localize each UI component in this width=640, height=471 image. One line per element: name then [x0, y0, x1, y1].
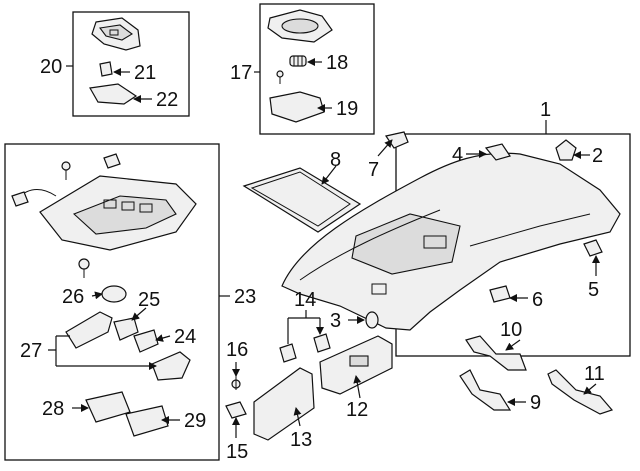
dome-lamp-housing: [267, 9, 333, 43]
callout-27: 27: [20, 340, 42, 362]
callout-21: 21: [134, 62, 156, 84]
part-14-holder-right: [313, 333, 331, 353]
callout-8: 8: [330, 149, 341, 171]
leader-13: [293, 407, 302, 427]
part-28-pad: [85, 391, 131, 423]
callout-13: 13: [290, 429, 312, 451]
leader-27: [48, 335, 156, 366]
overhead-console: [11, 175, 197, 251]
part-15-clip: [225, 401, 247, 419]
console-screw-top: [61, 161, 71, 180]
callout-24: 24: [174, 326, 196, 348]
leader-7: [377, 139, 393, 157]
console-screw-bottom: [78, 258, 90, 278]
callout-1: 1: [540, 99, 551, 121]
callout-4: 4: [452, 144, 463, 166]
callout-10: 10: [500, 319, 522, 341]
leader-10: [505, 339, 521, 351]
callout-25: 25: [138, 289, 160, 311]
callout-20: 20: [40, 56, 62, 78]
callout-15: 15: [226, 441, 248, 463]
console-clip-top: [103, 153, 121, 169]
callout-2: 2: [592, 145, 603, 167]
headliner-panel: [281, 152, 621, 331]
leader-26: [91, 291, 103, 300]
callout-26: 26: [62, 286, 84, 308]
part-24-switch: [133, 329, 159, 353]
bulb-socket-part: [99, 61, 113, 77]
group-box-20: [72, 11, 190, 117]
part-14-holder-left: [279, 343, 297, 363]
part-2-clip: [555, 139, 577, 161]
leader-11: [583, 383, 597, 395]
leader-24: [155, 334, 171, 342]
part-4-clip: [484, 143, 511, 161]
part-27-cover-b: [151, 351, 191, 381]
part-16-screw: [231, 376, 241, 390]
part-3-fastener: [365, 311, 379, 329]
dome-screw-part: [276, 70, 284, 84]
leader-12: [353, 375, 362, 399]
part-11-handle: [547, 369, 614, 415]
leader-25: [131, 307, 147, 321]
part-27-cover-a: [65, 311, 113, 349]
sun-visor-right: [319, 335, 393, 395]
part-7-tag: [385, 131, 409, 149]
leader-14: [287, 310, 320, 344]
dome-lamp-lens: [269, 91, 325, 123]
callout-18: 18: [326, 52, 348, 74]
part-29-pad: [125, 405, 169, 437]
part-6-clip: [489, 285, 511, 303]
part-25-bracket: [113, 317, 139, 341]
callout-19: 19: [336, 98, 358, 120]
callout-9: 9: [530, 392, 541, 414]
callout-17: 17: [230, 62, 252, 84]
callout-3: 3: [330, 310, 341, 332]
callout-14: 14: [294, 289, 316, 311]
sun-visor-left: [253, 367, 315, 441]
part-9-handle: [459, 369, 512, 411]
part-10-handle: [465, 335, 527, 371]
callout-7: 7: [368, 159, 379, 181]
dome-bulb-part: [289, 55, 307, 67]
callout-22: 22: [156, 89, 178, 111]
callout-16: 16: [226, 339, 248, 361]
part-5-clip: [583, 239, 603, 257]
callout-11: 11: [584, 363, 605, 385]
map-lamp-lens: [89, 83, 138, 105]
callout-6: 6: [532, 289, 543, 311]
callout-23: 23: [234, 286, 256, 308]
sunroof-seal: [242, 167, 362, 233]
part-26-bulb: [101, 285, 127, 303]
leader-8: [321, 165, 337, 185]
group-box-23: [4, 143, 220, 461]
callout-5: 5: [588, 279, 599, 301]
callout-12: 12: [346, 399, 368, 421]
group-box-17: [259, 3, 375, 135]
callout-29: 29: [184, 410, 206, 432]
map-lamp-housing: [91, 17, 141, 51]
callout-28: 28: [42, 398, 64, 420]
